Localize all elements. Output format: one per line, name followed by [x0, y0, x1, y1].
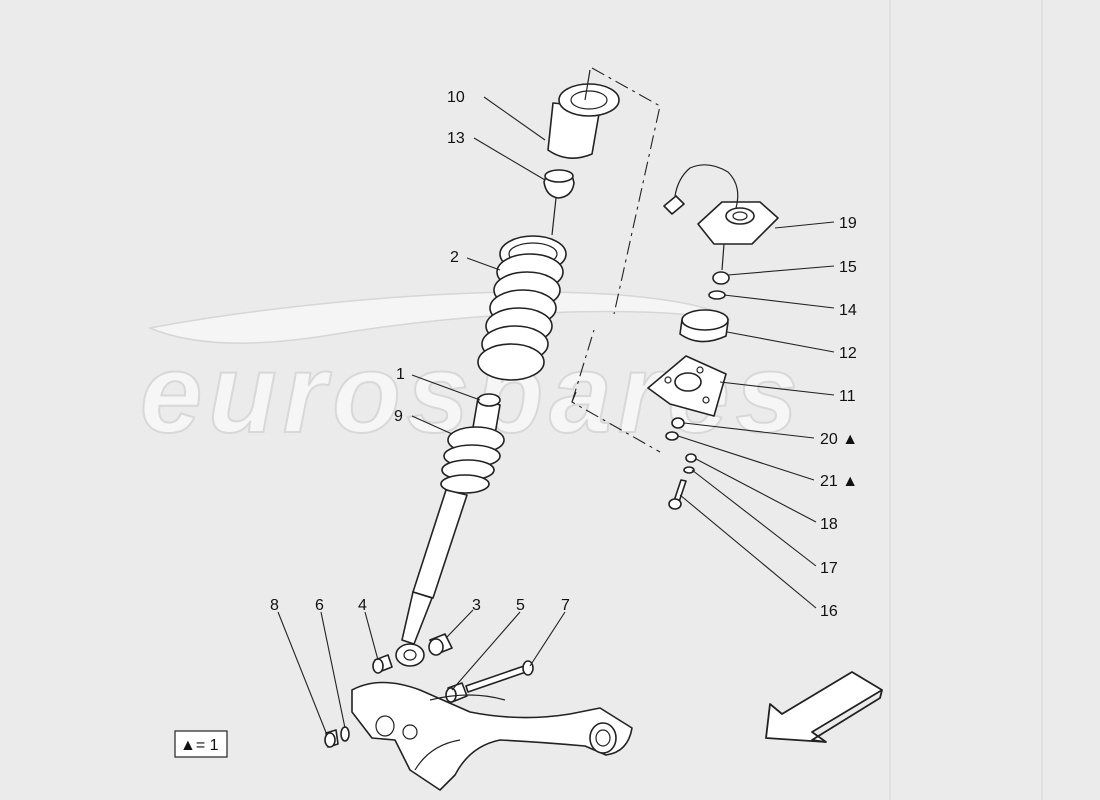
callout-17: 17 — [820, 560, 838, 577]
callout-10: 10 — [447, 89, 465, 106]
callout-13: 13 — [447, 130, 465, 147]
callout-8: 8 — [270, 597, 279, 614]
callout-12: 12 — [839, 345, 857, 362]
part-15-nut — [712, 271, 730, 285]
legend-text: ▲= 1 — [180, 737, 219, 754]
assembly-bracket-line — [591, 67, 661, 315]
callout-15: 15 — [839, 259, 857, 276]
part-19-sensor-mount — [663, 164, 779, 271]
callout-5: 5 — [516, 597, 525, 614]
part-4-bushing — [372, 654, 393, 674]
part-2-coil-spring — [477, 235, 567, 381]
callout-20: 20 ▲ — [820, 431, 858, 448]
part-5-sleeve — [445, 682, 468, 703]
callout-1: 1 — [396, 366, 405, 383]
callout-4: 4 — [358, 597, 367, 614]
callout-11: 11 — [839, 388, 856, 405]
part-12-rubber-mount — [679, 309, 729, 343]
part-17-washer — [683, 466, 695, 474]
shock-absorber-assembly — [395, 69, 620, 667]
part-11-top-plate — [647, 355, 727, 417]
part-9-spring-seat — [440, 426, 505, 494]
part-3-bushing — [428, 633, 453, 656]
shock-lower-tube — [395, 489, 468, 667]
part-8-nut — [324, 729, 339, 748]
callout-9: 9 — [394, 408, 403, 425]
callout-14: 14 — [839, 302, 857, 319]
assembly-bracket-line — [571, 329, 595, 403]
part-20-washer — [671, 417, 685, 429]
part-13-bump-stop — [543, 169, 575, 236]
callout-7: 7 — [561, 597, 570, 614]
callout-6: 6 — [315, 597, 324, 614]
part-10-dust-boot — [547, 69, 620, 159]
part-18-washer — [685, 453, 697, 463]
part-16-bolt — [668, 479, 687, 510]
part-7-bolt — [465, 660, 534, 693]
callout-18: 18 — [820, 516, 838, 533]
part-14-washer — [708, 290, 726, 300]
arrow-down-left-icon — [765, 671, 883, 743]
part-21-clip — [665, 431, 679, 441]
leader-lines — [277, 96, 835, 736]
callout-19: 19 — [839, 215, 857, 232]
callout-16: 16 — [820, 603, 838, 620]
callout-3: 3 — [472, 597, 481, 614]
callout-2: 2 — [450, 249, 459, 266]
lower-control-arm — [351, 681, 633, 791]
callout-labels: 10 13 2 1 9 8 6 4 3 5 7 19 15 14 12 11 2… — [270, 89, 858, 620]
legend-box: ▲= 1 — [174, 730, 228, 758]
callout-21: 21 ▲ — [820, 473, 858, 490]
part-6-washer — [340, 726, 350, 742]
